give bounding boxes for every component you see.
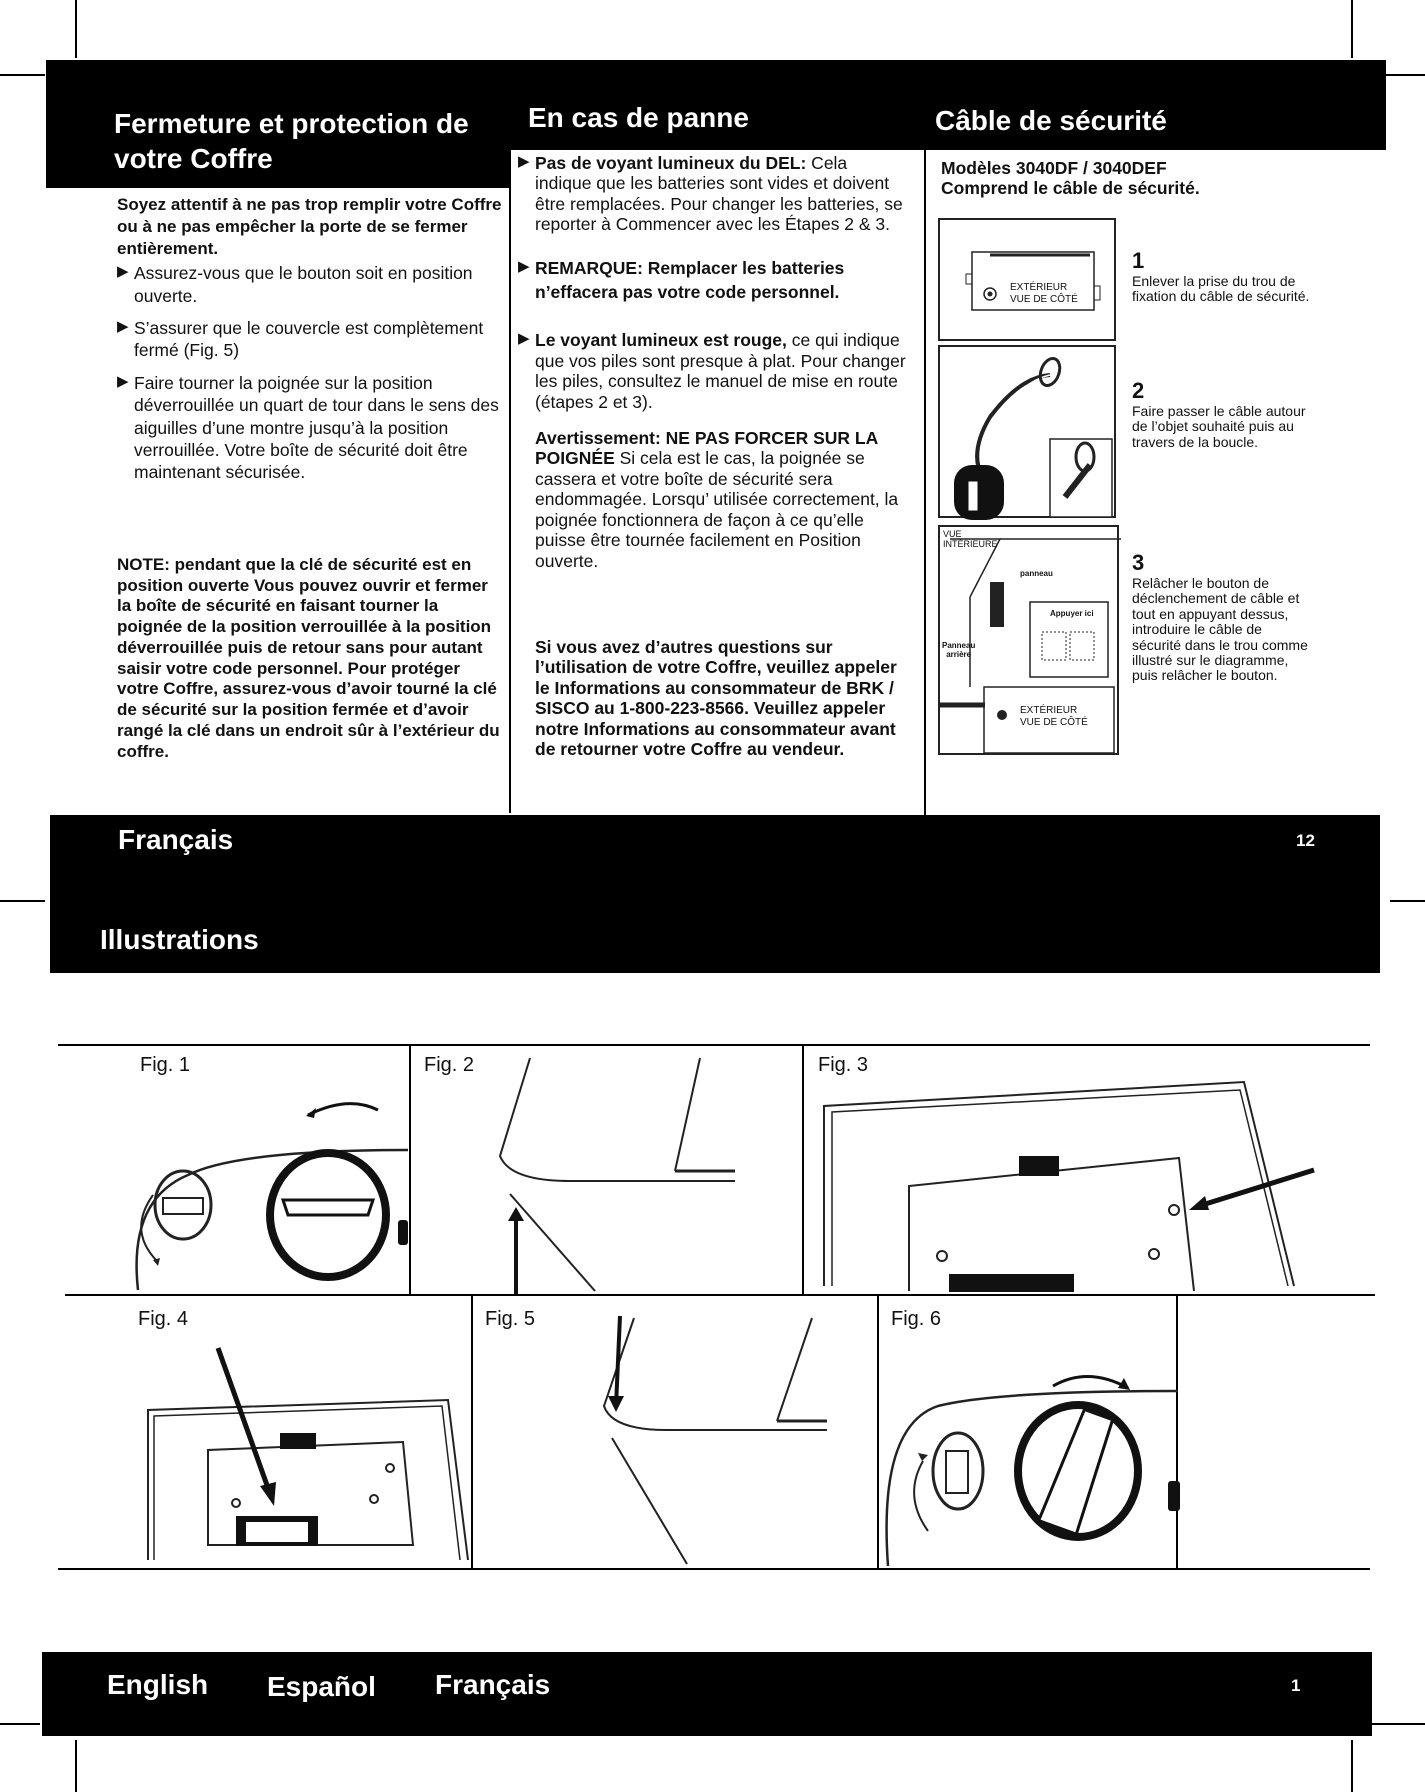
col1-content: Soyez attentif à ne pas trop remplir vot… xyxy=(117,194,502,484)
cable-loop-illustration xyxy=(954,356,1113,520)
crop-mark xyxy=(0,74,45,76)
intro-text: Soyez attentif à ne pas trop remplir vot… xyxy=(117,195,502,259)
step-text: Enlever la prise du trou de fixation du … xyxy=(1132,273,1310,305)
models-text: Modèles 3040DF / 3040DEF Comprend le câb… xyxy=(941,158,1200,198)
figure-label: Fig. 4 xyxy=(138,1308,189,1330)
bold-lead: REMARQUE xyxy=(535,257,638,278)
step-3: 3 Relâcher le bouton de déclenchement de… xyxy=(1132,550,1312,684)
column-divider xyxy=(924,150,926,815)
crop-mark xyxy=(1351,0,1353,58)
step-number: 2 xyxy=(1132,378,1145,403)
step-1: 1 Enlever la prise du trou de fixation d… xyxy=(1132,248,1312,305)
step-number: 3 xyxy=(1132,550,1145,575)
models-line: Comprend le câble de sécurité. xyxy=(941,178,1200,199)
crop-mark xyxy=(1390,900,1425,902)
crop-mark xyxy=(75,0,77,58)
step2-image xyxy=(938,345,1116,520)
figure-label: Fig. 2 xyxy=(424,1054,475,1076)
footer-bar xyxy=(42,1652,1372,1736)
fig5-illustration xyxy=(602,1315,827,1565)
fig1-illustration xyxy=(135,1102,409,1291)
page-number: 12 xyxy=(1296,831,1315,850)
step-number: 1 xyxy=(1132,248,1145,273)
contact-text: Si vous avez d’autres questions sur l’ut… xyxy=(535,637,897,760)
models-line: Modèles 3040DF / 3040DEF xyxy=(941,158,1167,178)
figure-label: Fig. 3 xyxy=(818,1054,869,1076)
body-text: ce qui indique que vos piles sont presqu… xyxy=(535,330,906,412)
bold-lead: Le voyant lumineux est rouge, xyxy=(535,330,787,351)
grid-line xyxy=(1176,1294,1178,1568)
fig2-illustration xyxy=(498,1057,735,1294)
crop-mark xyxy=(1372,1723,1425,1725)
fig6-illustration xyxy=(885,1375,1180,1567)
view-label: panneau xyxy=(1020,569,1053,578)
fig3-illustration xyxy=(823,1080,1315,1292)
header-bar-ext xyxy=(46,150,511,188)
footer-bar xyxy=(50,815,1380,973)
grid-line xyxy=(65,1294,1375,1296)
bullet-item: Faire tourner la poignée sur la position… xyxy=(117,372,502,484)
view-label: EXTÉRIEUR VUE DE CÔTÉ xyxy=(1020,705,1088,728)
column-divider xyxy=(509,150,511,813)
step3-image: VUE INTÉRIEURE panneau Appuyer ici Panne… xyxy=(938,525,1121,755)
bold-lead: Pas de voyant lumineux du DEL: xyxy=(535,153,807,173)
view-label: Panneau arrière xyxy=(942,641,976,659)
section-title: Câble de sécurité xyxy=(935,105,1167,136)
warning-text: Avertissement: NE PAS FORCER SUR LA POIG… xyxy=(518,428,908,571)
header-bar xyxy=(46,60,1386,150)
safe-side-illustration xyxy=(965,251,1101,311)
view-label: VUE INTÉRIEURE xyxy=(943,529,998,549)
body-text: Si cela est le cas, la poignée se casser… xyxy=(535,448,899,571)
grid-line xyxy=(471,1294,473,1568)
bullet-item: Pas de voyant lumineux du DEL: Cela indi… xyxy=(518,153,908,235)
col2-content: Pas de voyant lumineux du DEL: Cela indi… xyxy=(518,153,908,571)
page-number: 1 xyxy=(1291,1676,1301,1695)
step-2: 2 Faire passer le câble autour de l’obje… xyxy=(1132,378,1312,450)
section-title: Fermeture et protection de votre Coffre xyxy=(114,108,469,174)
bold-lead: Avertissement: NE PAS FORCER SUR LA POIG… xyxy=(535,428,878,469)
body-text: Cela indique que les batteries sont vide… xyxy=(535,153,903,235)
section-title: En cas de panne xyxy=(528,102,749,133)
crop-mark xyxy=(75,1740,77,1792)
step1-image: EXTÉRIEUR VUE DE CÔTÉ xyxy=(938,218,1116,341)
crop-mark xyxy=(0,900,45,902)
bullet-item: REMARQUE: Remplacer les batteries n’effa… xyxy=(518,257,908,304)
step-text: Faire passer le câble autour de l’objet … xyxy=(1132,403,1306,450)
grid-line xyxy=(58,1044,1370,1046)
fig4-illustration xyxy=(147,1347,469,1561)
step-text: Relâcher le bouton de déclenchement de c… xyxy=(1132,575,1308,684)
crop-mark xyxy=(1385,74,1425,76)
section-title: Illustrations xyxy=(100,924,259,955)
language-espanol: Español xyxy=(267,1671,376,1702)
view-label: EXTÉRIEUR VUE DE CÔTÉ xyxy=(1010,282,1078,305)
bullet-item: Le voyant lumineux est rouge, ce qui ind… xyxy=(518,330,908,412)
grid-line xyxy=(802,1044,804,1294)
figure-label: Fig. 1 xyxy=(140,1054,191,1076)
cable-insert-illustration xyxy=(940,538,1121,754)
crop-mark xyxy=(1351,1740,1353,1792)
grid-line xyxy=(877,1294,879,1568)
figure-label: Fig. 6 xyxy=(891,1308,942,1330)
grid-line xyxy=(409,1044,411,1294)
language-francais: Français xyxy=(435,1669,551,1700)
body-text: : Remplacer les batteries n’effacera pas… xyxy=(535,257,845,302)
bullet-item: S’assurer que le couvercle est complètem… xyxy=(117,317,502,362)
bullet-item: Assurez-vous que le bouton soit en posit… xyxy=(117,262,502,307)
figure-label: Fig. 5 xyxy=(485,1308,536,1330)
language-english: English xyxy=(107,1669,209,1700)
view-label: Appuyer ici xyxy=(1050,609,1094,618)
crop-mark xyxy=(0,1723,40,1725)
grid-line xyxy=(58,1568,1370,1570)
footer-language: Français xyxy=(118,824,234,855)
note-text: NOTE: pendant que la clé de sécurité est… xyxy=(117,555,500,761)
